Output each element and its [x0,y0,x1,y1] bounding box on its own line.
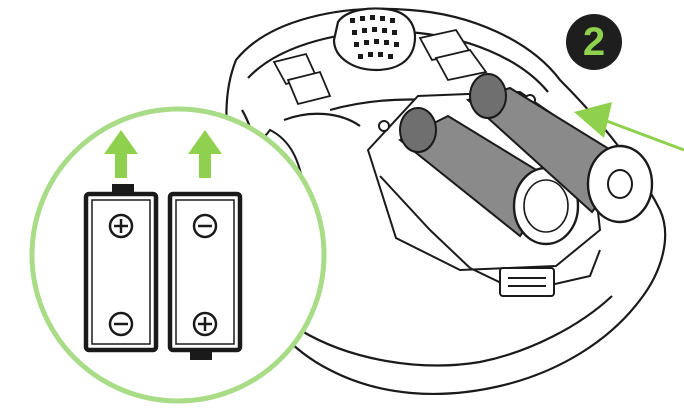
scroll-wheel [332,7,417,72]
installed-battery-right [465,73,654,224]
top-vents [272,28,488,106]
minus-sign-icon [108,311,134,337]
plus-sign-icon [108,213,134,239]
up-arrow-icon [104,130,138,178]
up-arrow-icon [188,130,222,178]
minus-sign-icon [192,213,218,239]
polarity-detail-callout [29,106,327,404]
polarity-battery-right [167,191,243,360]
installed-battery-left [398,107,580,246]
polarity-battery-left [83,184,159,353]
insert-direction-arrow [574,102,684,152]
plus-sign-icon [192,311,218,337]
step-number-badge: 2 [566,14,622,70]
